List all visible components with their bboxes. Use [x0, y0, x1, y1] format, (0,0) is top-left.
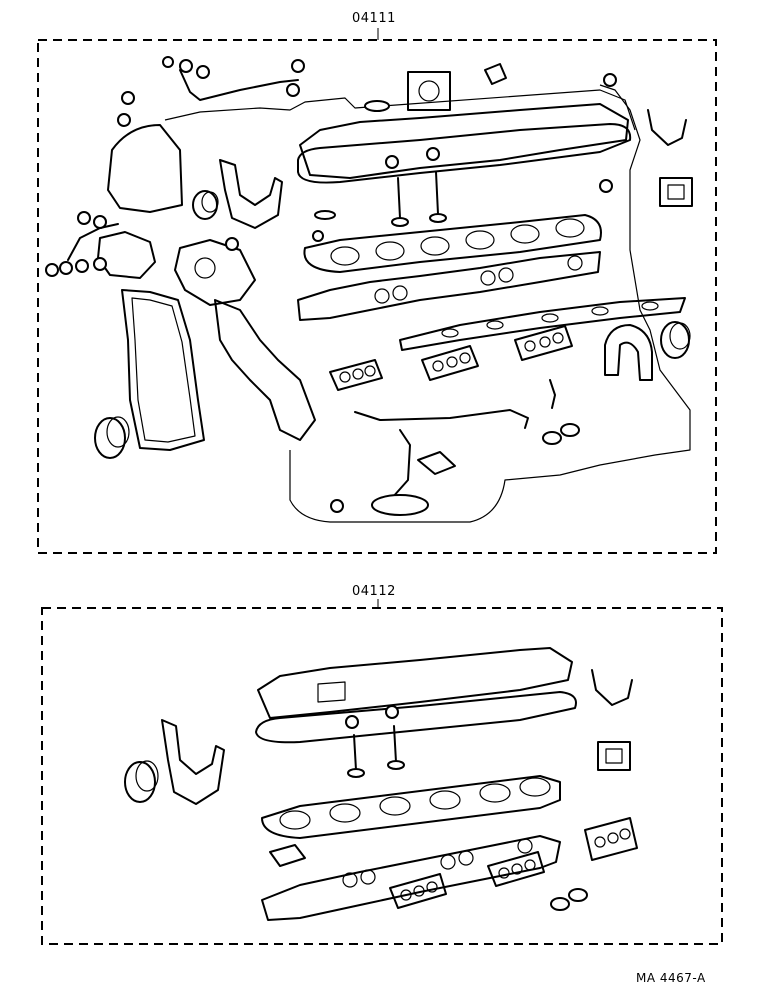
gasket-kit-04112-group [41, 599, 723, 945]
water-pump-gasket-bore [194, 257, 216, 279]
egr-pipe-gasket [269, 844, 306, 867]
valve-stem-seal [385, 705, 399, 719]
plug-seal [603, 73, 617, 87]
oil-filler-cap [317, 681, 346, 703]
water-outlet-flange-gasket [597, 741, 631, 771]
exhaust-port-gasket [421, 345, 479, 381]
timing-gear-case-gasket [214, 299, 316, 441]
spark-plug-tube-gasket [314, 210, 336, 220]
exhaust-port-gasket [487, 851, 545, 887]
cylinder-head-gasket [303, 214, 602, 273]
cylinder-head-outline [164, 89, 636, 131]
timing-chain-cover-gasket-inner [131, 297, 196, 443]
exhaust-manifold-gasket [399, 297, 686, 351]
intake-manifold-gasket [261, 835, 561, 921]
oil-pipe [179, 69, 299, 101]
oil-strainer-pipe [391, 429, 411, 499]
union-gasket [196, 65, 210, 79]
intake-manifold-gasket [297, 251, 601, 321]
timing-chain-cover-gasket [121, 289, 205, 451]
exhaust-port-gasket [329, 359, 383, 391]
union-gasket [45, 263, 59, 277]
throttle-body-gasket [407, 71, 451, 111]
union-gasket [286, 83, 300, 97]
union-gasket [75, 259, 89, 273]
gasket-kit-04111-group [37, 28, 717, 554]
cylinder-head-cover [299, 103, 629, 179]
o-ring [225, 237, 239, 251]
exhaust-valve [429, 171, 447, 223]
kit-boundary-04111 [37, 39, 717, 554]
crankshaft-rear-oil-seal [660, 321, 691, 359]
union-gasket [179, 59, 193, 73]
water-pump-gasket [174, 239, 256, 306]
timing-belt-cover [107, 124, 183, 213]
union-gasket [291, 59, 305, 73]
oil-pan-gasket [354, 409, 529, 429]
head-cover-gasket [297, 123, 632, 184]
crankshaft-front-oil-seal [94, 416, 130, 459]
intake-valve [391, 177, 409, 227]
union-gasket [93, 257, 107, 271]
timing-cover-seal-gasket [219, 159, 283, 229]
drain-plug-gasket [330, 499, 344, 513]
oil-strainer [371, 494, 429, 516]
dipstick-guide-seal [549, 379, 556, 409]
egr-valve-gasket [484, 63, 507, 85]
part-number-04112: 04112 [352, 584, 396, 599]
union-gasket [59, 261, 73, 275]
valve-stem-seal [385, 155, 399, 169]
timing-cover-seal-gasket [161, 719, 225, 805]
o-ring [117, 113, 131, 127]
water-bypass-pipe [67, 223, 119, 261]
spark-plug-tube-gasket [364, 100, 390, 112]
manifold-bracket-gasket [591, 669, 633, 706]
o-ring [121, 91, 135, 105]
cylinder-head-gasket [261, 775, 561, 839]
union-gasket [162, 56, 174, 68]
manifold-bracket-gasket [647, 109, 687, 146]
valve-stem-seal [345, 715, 359, 729]
drawing-code: MA 4467-A [636, 971, 706, 985]
intake-valve [347, 734, 365, 778]
water-outlet-flange-gasket [659, 177, 693, 207]
valve-stem-seal [426, 147, 440, 161]
cylinder-head-cover [257, 647, 573, 719]
exhaust-port-gasket [514, 325, 573, 361]
drain-plug-gasket [599, 179, 613, 193]
kit-boundary-04112 [41, 607, 723, 945]
water-outlet-gasket [97, 231, 156, 279]
exhaust-port-gasket [389, 873, 447, 909]
camshaft-oil-seal [192, 190, 219, 220]
oil-pump-o-rings [542, 423, 580, 445]
exhaust-port-gasket [584, 817, 638, 861]
head-cover-gasket [255, 691, 577, 744]
exhaust-valve [387, 725, 405, 770]
engine-block-outline [289, 84, 691, 523]
union-gasket [93, 215, 107, 229]
oil-strainer-gasket [417, 451, 456, 475]
part-number-04111: 04111 [352, 11, 396, 26]
oil-pump-o-rings [550, 888, 588, 911]
union-gasket [77, 211, 91, 225]
crankshaft-front-oil-seal [124, 760, 159, 803]
rear-oil-seal-retainer-gasket [604, 324, 653, 381]
o-ring [312, 230, 324, 242]
